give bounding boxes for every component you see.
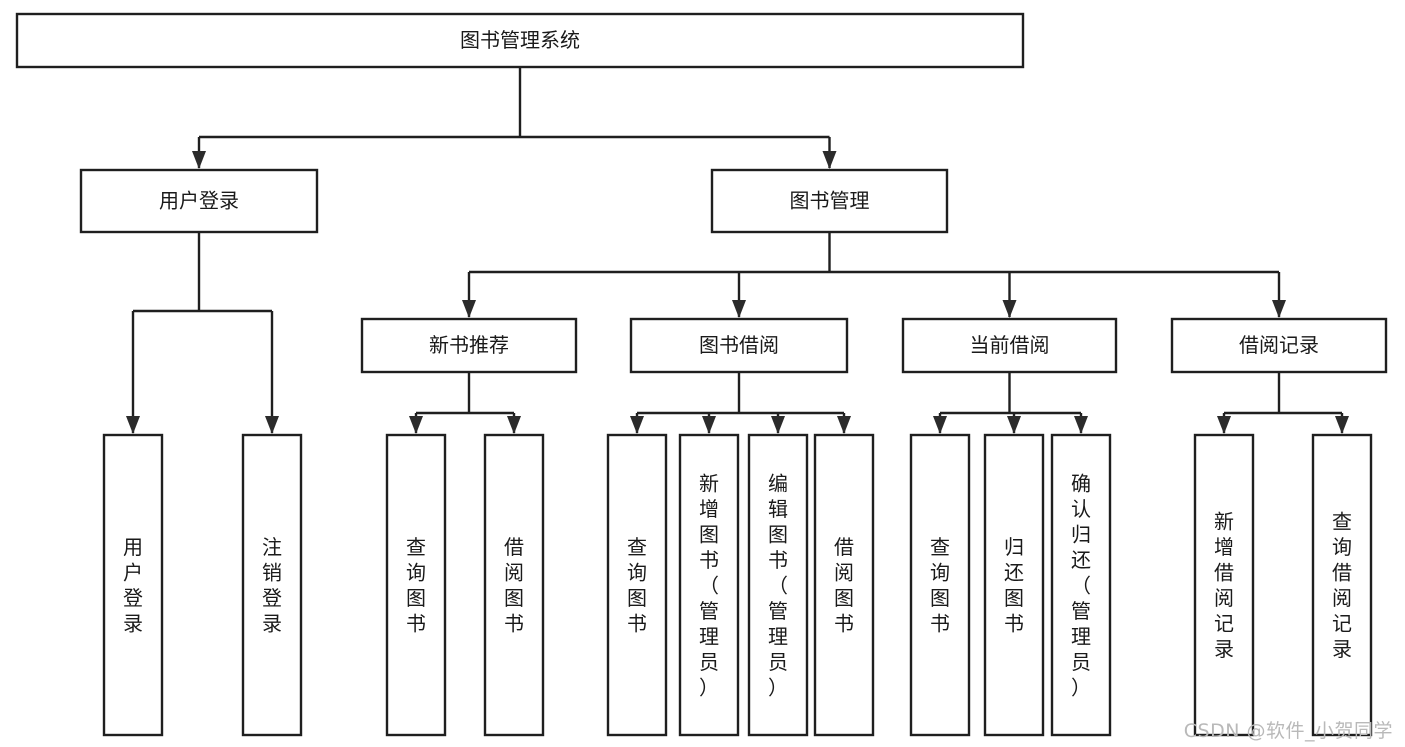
arrow-to-leaf-edit-book <box>771 416 785 434</box>
node-label-leaf-return-book: 归还图书 <box>1004 535 1024 636</box>
node-label-leaf-query-book-2: 查询图书 <box>627 535 647 636</box>
node-leaf-query-book-3[interactable]: 查询图书 <box>909 433 971 737</box>
node-box-leaf-borrow-book-1[interactable] <box>483 433 545 737</box>
node-new-book-recommend[interactable]: 新书推荐 <box>360 317 578 374</box>
node-box-leaf-edit-book[interactable] <box>747 433 809 737</box>
node-box-user-login[interactable] <box>79 168 319 234</box>
node-box-borrow-record[interactable] <box>1170 317 1388 374</box>
arrow-to-user-login <box>192 151 206 169</box>
node-leaf-query-record[interactable]: 查询借阅记录 <box>1311 433 1373 737</box>
arrow-to-leaf-query-record <box>1335 416 1349 434</box>
node-box-leaf-return-book[interactable] <box>983 433 1045 737</box>
node-box-leaf-query-record[interactable] <box>1311 433 1373 737</box>
node-leaf-add-book[interactable]: 新增图书（管理员） <box>678 433 740 737</box>
node-box-book-management[interactable] <box>710 168 949 234</box>
node-leaf-borrow-book-1[interactable]: 借阅图书 <box>483 433 545 737</box>
node-leaf-edit-book[interactable]: 编辑图书（管理员） <box>747 433 809 737</box>
node-borrow-record[interactable]: 借阅记录 <box>1170 317 1388 374</box>
arrow-to-leaf-borrow-book-2 <box>837 416 851 434</box>
node-user-login[interactable]: 用户登录 <box>79 168 319 234</box>
arrow-to-book-management <box>822 151 837 169</box>
node-leaf-query-book-1[interactable]: 查询图书 <box>385 433 447 737</box>
node-label-leaf-add-record: 新增借阅记录 <box>1214 510 1234 662</box>
node-label-leaf-edit-book: 编辑图书（管理员） <box>768 471 788 699</box>
node-box-leaf-confirm-return[interactable] <box>1050 433 1112 737</box>
arrow-to-current-borrow <box>1002 300 1017 318</box>
node-book-management[interactable]: 图书管理 <box>710 168 949 234</box>
node-label-user-login: 用户登录 <box>159 189 239 213</box>
node-label-borrow-record: 借阅记录 <box>1239 333 1319 357</box>
node-box-book-borrow[interactable] <box>629 317 849 374</box>
node-undefined[interactable]: 图书管理系统 <box>15 12 1025 69</box>
arrow-to-leaf-logout <box>265 416 279 434</box>
node-label-undefined: 图书管理系统 <box>460 28 580 52</box>
node-current-borrow[interactable]: 当前借阅 <box>901 317 1118 374</box>
node-label-leaf-borrow-book-2: 借阅图书 <box>834 535 854 636</box>
arrow-to-leaf-query-book-3 <box>933 416 947 434</box>
node-box-leaf-query-book-2[interactable] <box>606 433 668 737</box>
arrow-to-leaf-borrow-book-1 <box>507 416 521 434</box>
arrow-to-leaf-query-book-1 <box>409 416 423 434</box>
node-leaf-logout[interactable]: 注销登录 <box>241 433 303 737</box>
node-label-leaf-add-book: 新增图书（管理员） <box>699 471 719 699</box>
node-label-leaf-logout: 注销登录 <box>262 535 282 636</box>
arrow-to-leaf-return-book <box>1007 416 1021 434</box>
node-leaf-borrow-book-2[interactable]: 借阅图书 <box>813 433 875 737</box>
node-label-leaf-query-book-1: 查询图书 <box>406 535 426 636</box>
node-box-leaf-query-book-3[interactable] <box>909 433 971 737</box>
nodes-layer: 图书管理系统用户登录图书管理新书推荐图书借阅当前借阅借阅记录用户登录注销登录查询… <box>15 12 1388 737</box>
arrow-to-leaf-confirm-return <box>1074 416 1088 434</box>
node-box-leaf-borrow-book-2[interactable] <box>813 433 875 737</box>
node-leaf-user-login[interactable]: 用户登录 <box>102 433 164 737</box>
node-leaf-return-book[interactable]: 归还图书 <box>983 433 1045 737</box>
arrow-to-leaf-add-record <box>1217 416 1231 434</box>
node-box-leaf-add-record[interactable] <box>1193 433 1255 737</box>
arrow-to-leaf-query-book-2 <box>630 416 644 434</box>
node-label-leaf-query-record: 查询借阅记录 <box>1332 510 1352 662</box>
node-label-current-borrow: 当前借阅 <box>970 333 1050 357</box>
arrow-to-new-book-recommend <box>462 300 476 318</box>
node-box-leaf-query-book-1[interactable] <box>385 433 447 737</box>
node-leaf-add-record[interactable]: 新增借阅记录 <box>1193 433 1255 737</box>
node-label-book-management: 图书管理 <box>790 189 870 213</box>
node-label-leaf-borrow-book-1: 借阅图书 <box>504 535 524 636</box>
node-label-leaf-confirm-return: 确认归还（管理员） <box>1071 471 1091 699</box>
node-box-leaf-add-book[interactable] <box>678 433 740 737</box>
node-label-new-book-recommend: 新书推荐 <box>429 333 509 357</box>
arrow-to-leaf-add-book <box>702 416 716 434</box>
arrow-to-book-borrow <box>732 300 746 318</box>
node-box-leaf-user-login[interactable] <box>102 433 164 737</box>
node-leaf-confirm-return[interactable]: 确认归还（管理员） <box>1050 433 1112 737</box>
node-leaf-query-book-2[interactable]: 查询图书 <box>606 433 668 737</box>
node-box-new-book-recommend[interactable] <box>360 317 578 374</box>
node-box-undefined[interactable] <box>15 12 1025 69</box>
node-box-leaf-logout[interactable] <box>241 433 303 737</box>
node-label-book-borrow: 图书借阅 <box>699 333 779 357</box>
node-label-leaf-user-login: 用户登录 <box>123 535 143 636</box>
node-book-borrow[interactable]: 图书借阅 <box>629 317 849 374</box>
connectors-layer <box>126 67 1349 434</box>
arrow-to-leaf-user-login <box>126 416 140 434</box>
arrow-to-borrow-record <box>1272 300 1286 318</box>
node-box-current-borrow[interactable] <box>901 317 1118 374</box>
node-label-leaf-query-book-3: 查询图书 <box>930 535 950 636</box>
